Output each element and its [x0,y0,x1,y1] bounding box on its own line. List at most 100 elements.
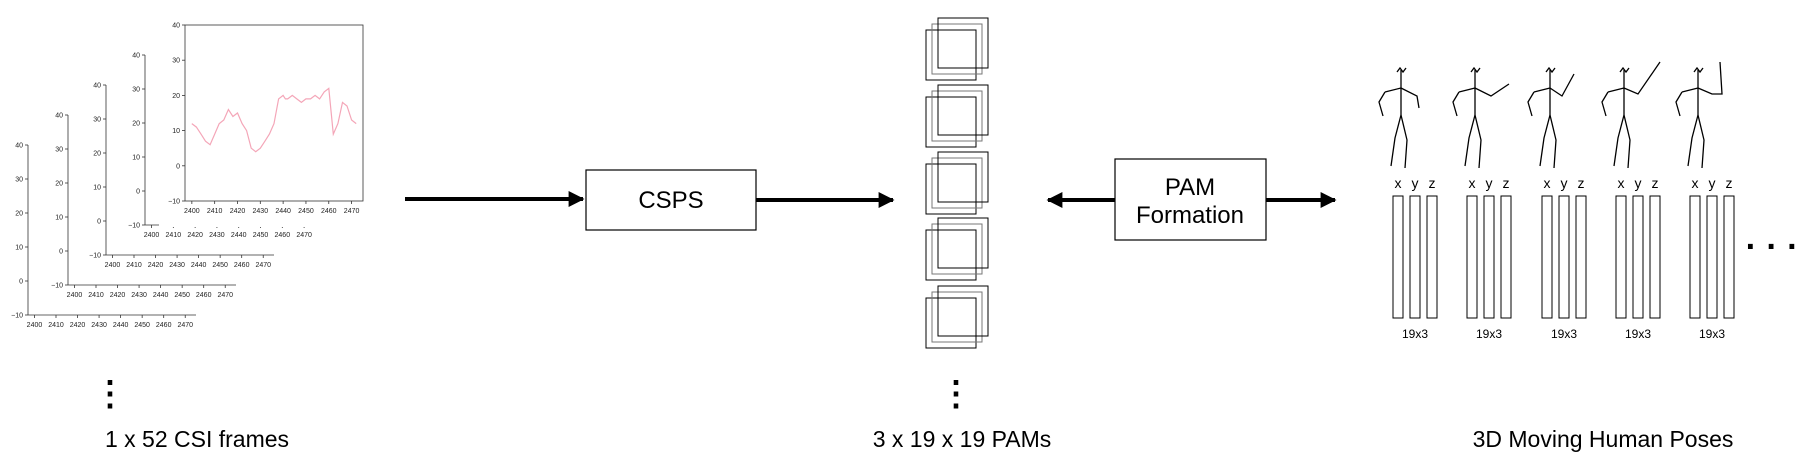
pose-axis-label-x: x [1469,175,1476,191]
csi-plot-x-tick-label: 2400 [144,232,160,239]
csi-plot-y-tick-label: 0 [59,249,63,256]
pam-formation-label-line2: Formation [1136,202,1244,229]
csi-plot-box [184,24,364,202]
csi-plot-y-tick-label: 10 [55,215,63,222]
csi-plot-y-tick-label: 20 [132,121,140,128]
pose-coordinate-column [1706,195,1718,319]
pose-axis-label-x: x [1618,175,1625,191]
pose-coordinate-column [1483,195,1495,319]
csi-plot-x-tick-label: 2470 [177,322,193,329]
pam-matrix [937,151,989,203]
csi-plot-y-tick-label: 30 [172,58,180,65]
csi-plot-x-tick-label: 2460 [321,208,337,215]
csi-plot-x-tick-label: 2440 [113,322,129,329]
csi-plot-x-tick-label: 2400 [27,322,43,329]
pose-right-arm [1474,83,1510,97]
csi-plot-y-tick-label: 40 [15,143,23,150]
pose-left-arm [1378,91,1386,117]
pam-matrix [925,29,977,81]
pam-stack [925,84,989,148]
pose-coordinate-column [1541,195,1553,319]
pose-axis-label-z: z [1726,175,1733,191]
csi-plot-backdrop [159,21,377,227]
csi-plot-x-tick-label: 2470 [344,208,360,215]
pose-coordinate-column [1575,195,1587,319]
pose-coordinate-column [1689,195,1701,319]
pose-right-arm [1623,61,1661,95]
csi-vertical-ellipsis: ⋮ [93,375,127,413]
csi-plot-x-tick-label: 2410 [126,262,142,269]
csi-plot-y-tick-label: 40 [93,83,101,90]
pose-right-leg [1400,114,1408,169]
csi-frames-caption: 1 x 52 CSI frames [105,426,289,452]
pam-matrix [925,96,977,148]
csi-plot-x-tick-label: 2460 [156,322,172,329]
pose-left-arm [1452,91,1460,117]
pose-axis-label-y: y [1486,175,1493,191]
csi-plot-x-tick-label: 2420 [187,232,203,239]
csi-plot-x-tick-label: 2460 [234,262,250,269]
csps-label: CSPS [638,187,703,214]
csi-plot-x-tick-label: 2440 [153,292,169,299]
pose-shoulders [1384,87,1402,93]
pose-right-leg [1474,114,1482,169]
csi-plot-x-tick-label: 2420 [148,262,164,269]
csi-plot-x-tick-label: 2400 [67,292,83,299]
pose-shoulders [1458,87,1476,93]
csi-plot-y-tick-label: 40 [172,23,180,30]
pose-coordinate-column [1409,195,1421,319]
csi-plot-x-tick-label: 2420 [70,322,86,329]
csi-series-line [191,87,357,153]
csi-plot-x-tick-label: 2440 [231,232,247,239]
pam-matrix [931,223,983,275]
csi-plot-x-tick-label: 2420 [110,292,126,299]
pose-left-arm [1601,91,1609,117]
csi-plot-x-tick-label: 2410 [48,322,64,329]
pose-coordinate-column [1649,195,1661,319]
pose-left-arm [1675,91,1683,117]
pam-stack [925,17,989,81]
pam-matrix [937,17,989,69]
csi-plot-x-tick-label: 2420 [230,208,246,215]
csi-plot-y-tick-label: −10 [11,313,23,320]
pose-axis-label-z: z [1578,175,1585,191]
csps-box: CSPS [585,169,757,231]
pam-formation-label-line1: PAM [1165,174,1215,201]
csi-plot-y-tick-label: 20 [172,93,180,100]
csi-plot-x-tick-label: 2470 [217,292,233,299]
csi-plot-y-tick-label: 40 [55,113,63,120]
poses-caption: 3D Moving Human Poses [1473,426,1734,452]
csi-plot-x-tick-label: 2450 [134,322,150,329]
pam-matrix [931,23,983,75]
pose-coordinate-column [1500,195,1512,319]
pose-dim-label: 19x3 [1699,327,1725,341]
csi-plot-x-tick-label: 2430 [253,208,269,215]
csi-frames-stack: −10 0 10 20 30 40 2400 2410 2420 2430 2440 2450 2460… [2,21,377,341]
csi-plot-y-tick-label: 10 [15,245,23,252]
pam-matrix [925,297,977,349]
pose-right-arm [1549,73,1575,97]
pam-stack [925,217,989,281]
pose-axis-label-z: z [1652,175,1659,191]
pose-right-leg [1623,114,1631,169]
csi-plot-y-tick-label: −10 [51,283,63,290]
csi-plot-y-tick-label: 30 [132,87,140,94]
pose-left-arm [1527,91,1535,117]
pam-matrix [937,285,989,337]
pams-caption: 3 x 19 x 19 PAMs [873,426,1052,452]
csi-plot-y-tick-label: 10 [172,128,180,135]
pose-axis-label-z: z [1503,175,1510,191]
stick-figure [1675,61,1723,169]
csi-plot-x-tick-label: 2450 [253,232,269,239]
pose-dim-label: 19x3 [1402,327,1428,341]
csi-plot-y-tick-label: 30 [93,117,101,124]
csi-plot-y-tick-label: 20 [93,151,101,158]
pose-coordinate-column [1723,195,1735,319]
pose-axis-label-z: z [1429,175,1436,191]
csi-plot-y-tick-label: −10 [168,199,180,206]
stick-figure [1601,61,1661,169]
csi-plot-x-tick-label: 2460 [196,292,212,299]
